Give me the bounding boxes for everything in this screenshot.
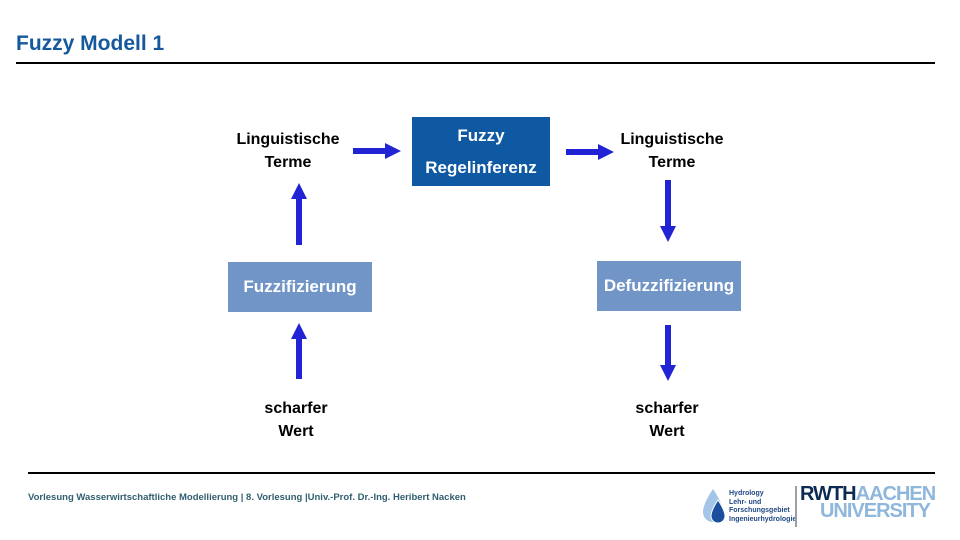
rwth-aachen-logo: RWTHAACHEN UNIVERSITY [800,483,936,522]
arrow-up-icon [291,183,307,245]
footer-caption: Vorlesung Wasserwirtschaftliche Modellie… [28,492,466,503]
fuzzy-rule-inference-box: Fuzzy Regelinferenz [412,117,550,186]
slide-title: Fuzzy Modell 1 [16,32,165,55]
linguistic-terms-right-label: Linguistische Terme [620,131,724,171]
footer-divider-line [28,472,935,474]
arrow-up-icon [291,323,307,379]
logo-divider-line [795,486,797,527]
fuzzification-box: Fuzzifizierung [228,262,372,312]
arrow-down-icon [660,325,676,381]
arrow-down-icon [660,180,676,242]
defuzzification-box: Defuzzifizierung [597,261,741,311]
hydrology-institute-label: Hydrology Lehr- und Forschungsgebiet Ing… [729,490,797,523]
rwth-logo-line2: UNIVERSITY [819,500,931,522]
crisp-value-right-label: scharfer Wert [635,400,699,440]
linguistic-terms-left-label: Linguistische Terme [236,131,340,171]
water-drop-icon [703,489,726,524]
title-divider-line [16,62,935,64]
rwth-logo-line1: RWTHAACHEN [800,483,936,505]
crisp-value-left-label: scharfer Wert [264,400,328,440]
